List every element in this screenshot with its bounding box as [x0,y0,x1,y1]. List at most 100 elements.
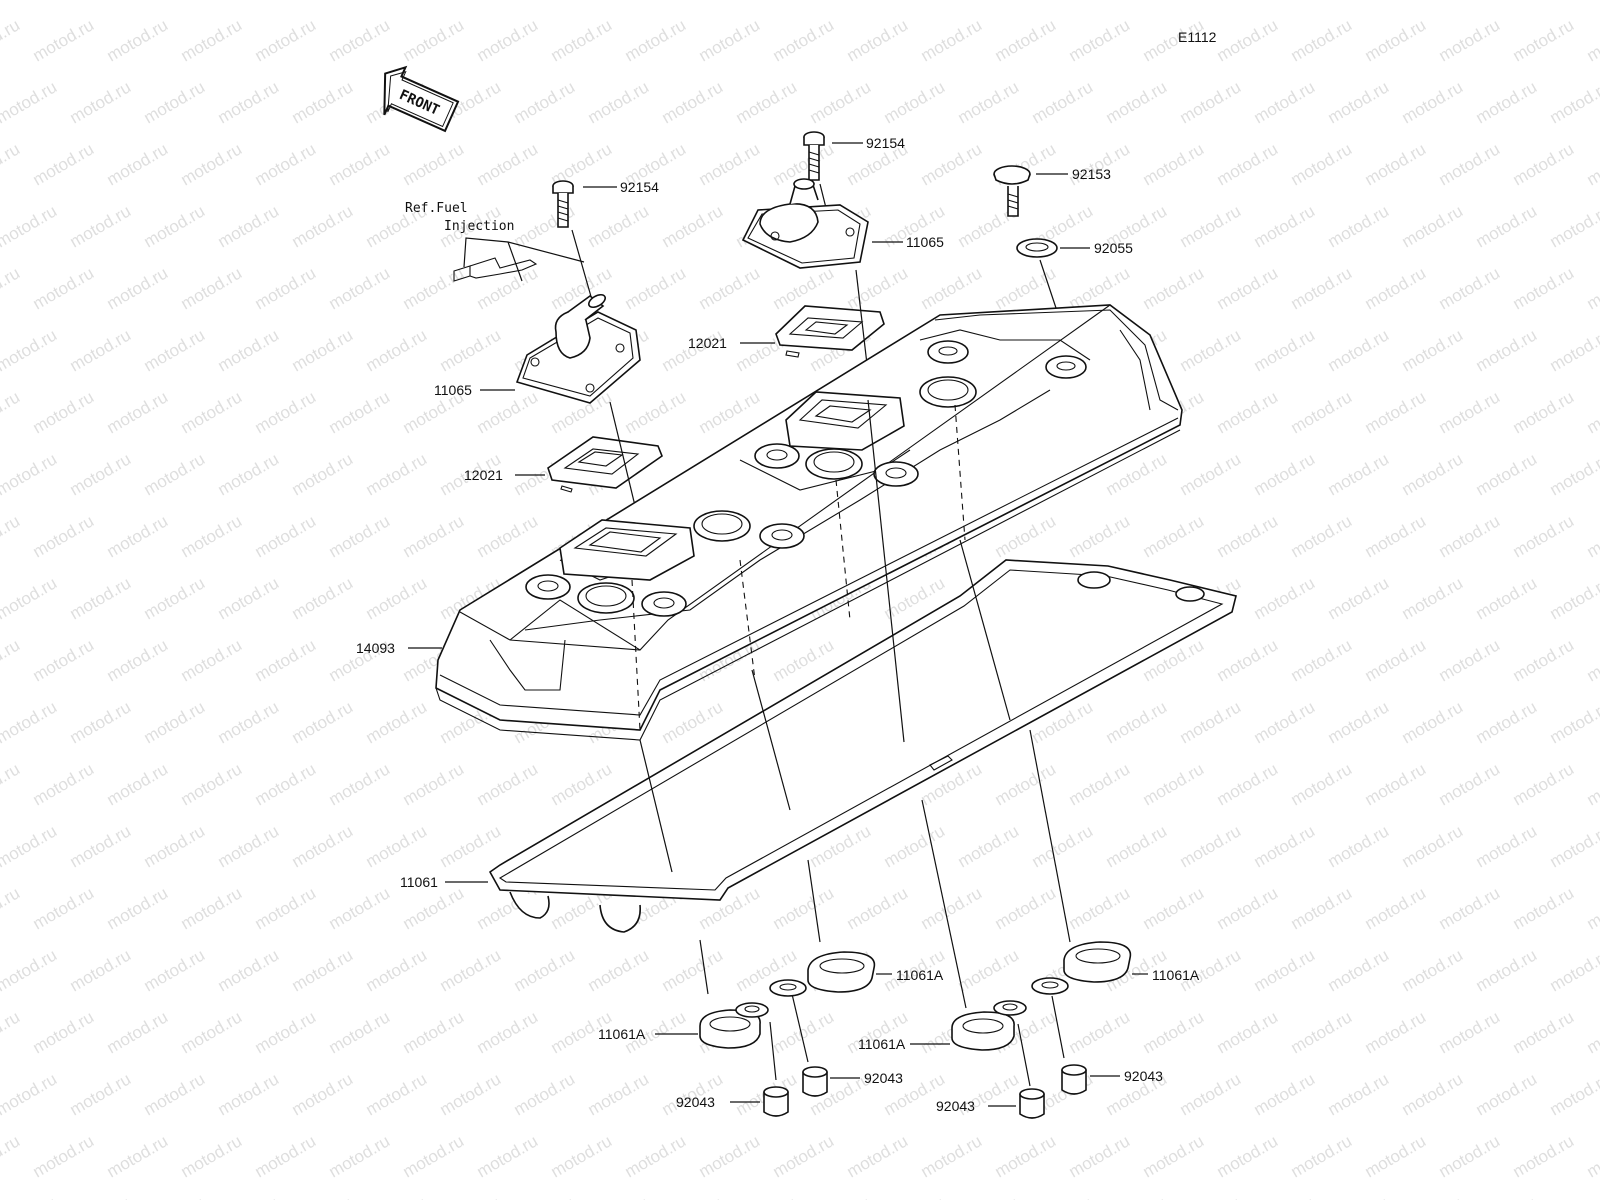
watermark-text: motod.ru [622,263,690,313]
watermark-text: motod.ru [363,697,431,747]
watermark-text: motod.ru [733,1193,801,1200]
watermark-text: motod.ru [141,1193,209,1200]
watermark-text: motod.ru [1510,1007,1578,1057]
watermark-text: motod.ru [1547,1069,1600,1119]
watermark-text: motod.ru [0,1131,23,1181]
watermark-text: motod.ru [1029,821,1097,871]
watermark-text: motod.ru [1510,759,1578,809]
watermark-text: motod.ru [918,139,986,189]
watermark-text: motod.ru [1510,883,1578,933]
watermark-text: motod.ru [1251,201,1319,251]
watermark-text: motod.ru [1103,0,1171,3]
watermark-text: motod.ru [252,635,320,685]
watermark-text: motod.ru [1214,263,1282,313]
watermark-text: motod.ru [844,883,912,933]
watermark-text: motod.ru [363,945,431,995]
watermark-text: motod.ru [104,883,172,933]
watermark-text: motod.ru [289,77,357,127]
watermark-text: motod.ru [1436,1131,1504,1181]
callout-12021-right: 12021 [688,335,727,351]
watermark-text: motod.ru [1177,697,1245,747]
callout-11061A-2: 11061A [896,967,944,983]
grommets [735,977,1069,1018]
watermark-text: motod.ru [1103,821,1171,871]
callout-92043-4: 92043 [1124,1068,1163,1084]
watermark-text: motod.ru [1214,883,1282,933]
watermark-text: motod.ru [30,1007,98,1057]
watermark-text: motod.ru [511,1193,579,1200]
watermark-text: motod.ru [1362,15,1430,65]
watermark-text: motod.ru [1510,387,1578,437]
watermark-text: motod.ru [67,1193,135,1200]
watermark-text: motod.ru [1140,759,1208,809]
watermark-text: motod.ru [67,77,135,127]
watermark-text: motod.ru [1436,263,1504,313]
watermark-text: motod.ru [178,511,246,561]
watermark-text: motod.ru [659,945,727,995]
watermark-text: motod.ru [326,1007,394,1057]
watermark-text: motod.ru [1140,511,1208,561]
collar-92043-2 [802,1066,828,1097]
cylinder-head-cover-14093 [435,304,1183,741]
watermark-text: motod.ru [1103,1193,1171,1200]
watermark-text: motod.ru [400,1131,468,1181]
front-arrow-icon: FRONT [383,65,460,133]
watermark-text: motod.ru [1584,263,1600,313]
callout-14093: 14093 [356,640,395,656]
watermark-text: motod.ru [474,1131,542,1181]
watermark-text: motod.ru [1288,635,1356,685]
watermark-text: motod.ru [1066,15,1134,65]
watermark-text: motod.ru [474,759,542,809]
watermark-text: motod.ru [1325,77,1393,127]
watermark-text: motod.ru [289,573,357,623]
watermark-text: motod.ru [1214,387,1282,437]
watermark-text: motod.ru [1325,0,1393,3]
watermark-text: motod.ru [511,945,579,995]
watermark-text: motod.ru [622,387,690,437]
breather-seat-right [785,391,905,451]
watermark-text: motod.ru [1251,77,1319,127]
watermark-text: motod.ru [1584,1131,1600,1181]
watermark-text: motod.ru [252,15,320,65]
watermark-text: motod.ru [0,821,60,871]
watermark-text: motod.ru [104,1007,172,1057]
watermark-text: motod.ru [289,697,357,747]
watermark-text: motod.ru [178,139,246,189]
watermark-text: motod.ru [0,0,60,3]
watermark-text: motod.ru [141,573,209,623]
watermark-text: motod.ru [141,325,209,375]
watermark-text: motod.ru [1066,759,1134,809]
watermark-text: motod.ru [252,387,320,437]
watermark-text: motod.ru [659,201,727,251]
watermark-text: motod.ru [1584,139,1600,189]
watermark-text: motod.ru [326,1131,394,1181]
watermark-text: motod.ru [1473,1193,1541,1200]
watermark-text: motod.ru [289,945,357,995]
watermark-text: motod.ru [659,0,727,3]
ref-note-line2: Injection [444,219,514,234]
watermark-text: motod.ru [289,821,357,871]
watermark-text: motod.ru [326,15,394,65]
watermark-text: motod.ru [141,697,209,747]
bolt-92154-right [803,131,825,181]
watermark-text: motod.ru [1436,139,1504,189]
callout-11061A-3: 11061A [858,1036,906,1052]
watermark-text: motod.ru [0,1007,23,1057]
watermark-text: motod.ru [0,1069,60,1119]
watermark-text: motod.ru [1288,139,1356,189]
watermark-text: motod.ru [215,1069,283,1119]
watermark-text: motod.ru [659,77,727,127]
watermark-text: motod.ru [0,201,60,251]
watermark-text: motod.ru [30,635,98,685]
watermark-text: motod.ru [844,1131,912,1181]
watermark-text: motod.ru [437,945,505,995]
watermark-text: motod.ru [1399,821,1467,871]
watermark-text: motod.ru [400,15,468,65]
watermark-text: motod.ru [1547,821,1600,871]
watermark-text: motod.ru [289,201,357,251]
watermark-text: motod.ru [178,759,246,809]
watermark-text: motod.ru [0,511,23,561]
watermark-text: motod.ru [363,821,431,871]
watermark-text: motod.ru [1473,1069,1541,1119]
watermark-text: motod.ru [0,573,60,623]
